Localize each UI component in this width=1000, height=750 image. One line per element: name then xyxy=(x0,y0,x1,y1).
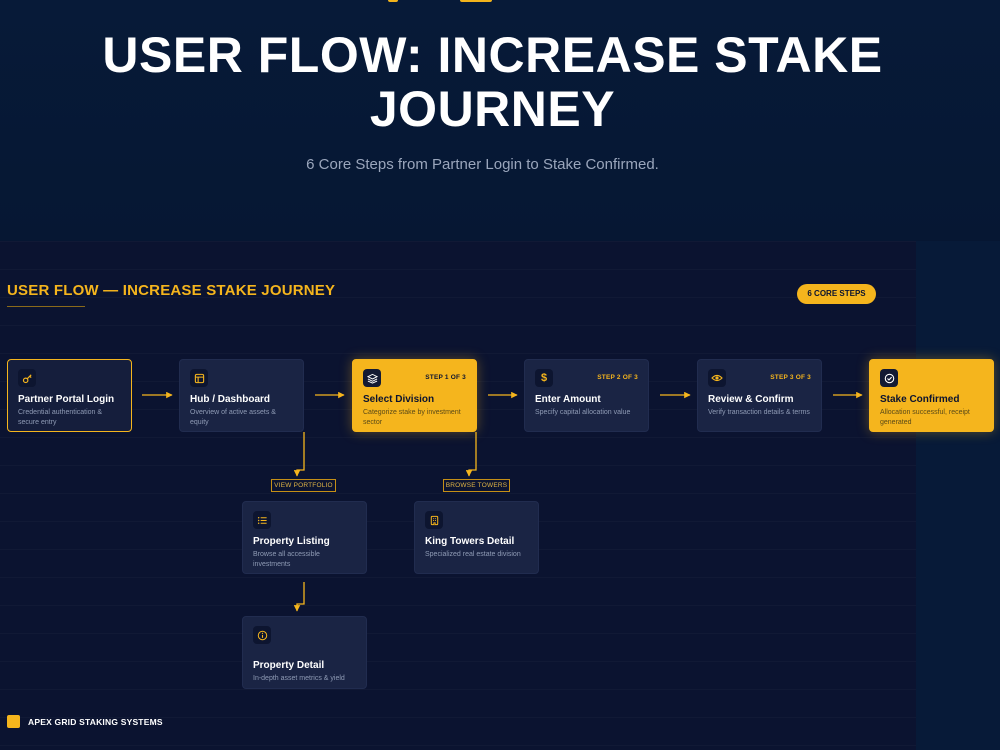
node-title: Enter Amount xyxy=(535,394,601,405)
node-title: Select Division xyxy=(363,394,435,405)
board-title: USER FLOW — INCREASE STAKE JOURNEY xyxy=(7,282,336,299)
node-title: Partner Portal Login xyxy=(18,394,115,405)
node-description: Browse all accessible investments xyxy=(253,551,320,568)
dashboard-icon xyxy=(190,369,208,387)
tag-browse-towers: BROWSE TOWERS xyxy=(443,479,510,492)
board-title-underline xyxy=(7,306,85,307)
node-description: Categorize stake by investment sector xyxy=(363,409,461,426)
node-partner-portal-login[interactable]: Partner Portal Login Credential authenti… xyxy=(7,359,132,432)
node-property-detail[interactable]: Property Detail In-depth asset metrics &… xyxy=(242,616,367,689)
node-enter-amount[interactable]: $ STEP 2 OF 3 Enter Amount Specify capit… xyxy=(524,359,649,432)
page-subtitle: 6 Core Steps from Partner Login to Stake… xyxy=(306,156,659,173)
node-property-listing[interactable]: Property Listing Browse all accessible i… xyxy=(242,501,367,574)
node-description: Overview of active assets & equity xyxy=(190,409,276,426)
node-stake-confirmed[interactable]: Stake Confirmed Allocation successful, r… xyxy=(869,359,994,432)
step-indicator: STEP 2 OF 3 xyxy=(597,374,638,381)
building-icon xyxy=(425,511,443,529)
key-icon xyxy=(18,369,36,387)
info-icon xyxy=(253,626,271,644)
brand-logo-square xyxy=(7,715,20,728)
node-description: Verify transaction details & terms xyxy=(708,409,810,416)
eye-icon xyxy=(708,369,726,387)
page-title: USER FLOW: INCREASE STAKE JOURNEY xyxy=(102,27,883,137)
node-description: Specify capital allocation value xyxy=(535,409,631,416)
board-margin xyxy=(916,241,1000,750)
node-title: Property Detail xyxy=(253,660,325,671)
top-decoration xyxy=(388,0,498,4)
node-description: Specialized real estate division xyxy=(425,551,521,558)
node-select-division[interactable]: STEP 1 OF 3 Select Division Categorize s… xyxy=(352,359,477,432)
step-indicator: STEP 3 OF 3 xyxy=(770,374,811,381)
flow-board xyxy=(0,241,916,750)
steps-badge: 6 CORE STEPS xyxy=(797,284,876,304)
step-indicator: STEP 1 OF 3 xyxy=(425,374,466,381)
list-icon xyxy=(253,511,271,529)
node-description: In-depth asset metrics & yield xyxy=(253,675,345,682)
node-title: Hub / Dashboard xyxy=(190,394,271,405)
hero-background xyxy=(0,0,1000,240)
layers-icon xyxy=(363,369,381,387)
brand-name: APEX GRID STAKING SYSTEMS xyxy=(28,717,163,727)
node-description: Allocation successful, receipt generated xyxy=(880,409,970,426)
node-title: Review & Confirm xyxy=(708,394,794,405)
node-title: Stake Confirmed xyxy=(880,394,960,405)
node-king-towers-detail[interactable]: King Towers Detail Specialized real esta… xyxy=(414,501,539,574)
node-title: King Towers Detail xyxy=(425,536,515,547)
node-hub-dashboard[interactable]: Hub / Dashboard Overview of active asset… xyxy=(179,359,304,432)
dollar-icon: $ xyxy=(535,369,553,387)
node-title: Property Listing xyxy=(253,536,330,547)
node-review-confirm[interactable]: STEP 3 OF 3 Review & Confirm Verify tran… xyxy=(697,359,822,432)
node-description: Credential authentication & secure entry xyxy=(18,409,103,426)
check-circle-icon xyxy=(880,369,898,387)
tag-view-portfolio: VIEW PORTFOLIO xyxy=(271,479,336,492)
